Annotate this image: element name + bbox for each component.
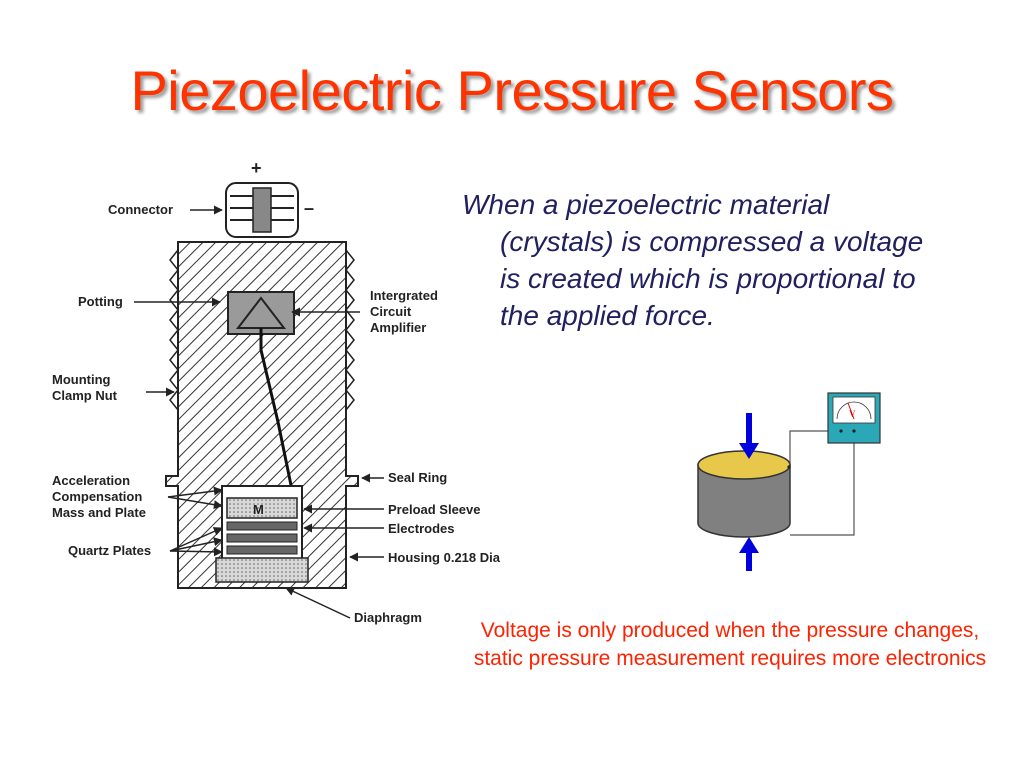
minus-sign: –	[304, 198, 314, 218]
piezo-crystal-diagram: V	[697, 392, 881, 571]
explanation-text: When a piezoelectric material (crystals)…	[462, 189, 924, 331]
amplifier-label-line-2: Circuit	[370, 304, 412, 319]
plus-sign: +	[251, 158, 262, 178]
connector-shape	[225, 182, 299, 238]
circuit-wires	[789, 430, 855, 536]
potting-label: Potting	[78, 294, 123, 309]
mass-block	[226, 497, 298, 519]
housing-label: Housing 0.218 Dia	[388, 550, 501, 565]
sensor-cross-section-diagram: + – M Connector Potting Intergrated Circ…	[52, 158, 501, 625]
electrodes-label: Electrodes	[388, 521, 454, 536]
voltmeter: V	[827, 392, 881, 444]
slide-title: Piezoelectric Pressure Sensors	[130, 59, 894, 122]
acceleration-label-line-2: Compensation	[52, 489, 142, 504]
force-arrow-bottom	[739, 537, 759, 571]
amplifier-label-line-1: Intergrated	[370, 288, 438, 303]
seal-ring-label: Seal Ring	[388, 470, 447, 485]
diaphragm-shape	[215, 557, 309, 583]
mounting-label-line-1: Mounting	[52, 372, 111, 387]
quartz-label: Quartz Plates	[68, 543, 151, 558]
explanation-list: When a piezoelectric material (crystals)…	[462, 186, 932, 334]
amplifier-label-line-3: Amplifier	[370, 320, 426, 335]
mounting-label-line-2: Clamp Nut	[52, 388, 118, 403]
force-arrow-top	[739, 413, 759, 459]
mass-label: M	[253, 502, 264, 517]
acceleration-label-line-1: Acceleration	[52, 473, 130, 488]
crystal-cylinder	[697, 450, 791, 538]
diaphragm-label: Diaphragm	[354, 610, 422, 625]
voltmeter-symbol: V	[849, 409, 856, 419]
acceleration-label-line-3: Mass and Plate	[52, 505, 146, 520]
note-text: Voltage is only produced when the pressu…	[473, 619, 987, 670]
preload-sleeve-label: Preload Sleeve	[388, 502, 481, 517]
mounting-threads	[169, 249, 355, 411]
connector-label: Connector	[108, 202, 173, 217]
